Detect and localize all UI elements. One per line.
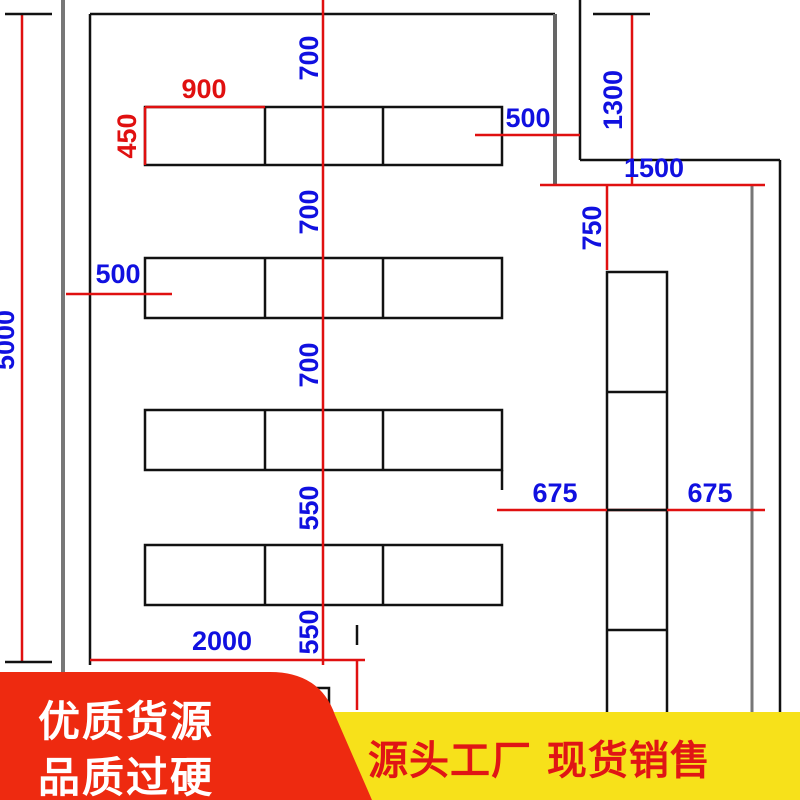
- dim-label-675-right: 675: [687, 478, 732, 508]
- banner-red: [0, 672, 372, 800]
- dimension-lines: [5, 0, 765, 710]
- dim-label-700-mid: 700: [294, 189, 324, 234]
- dim-label-2000: 2000: [192, 626, 252, 656]
- dim-label-750: 750: [577, 205, 607, 250]
- banner-slogan-line2: 品质过硬: [38, 753, 215, 800]
- banner-slogan-right: 源头工厂 现货销售: [368, 738, 711, 784]
- dim-label-500-left: 500: [95, 259, 140, 289]
- banner-slogan-line1: 优质货源: [38, 697, 215, 746]
- banner-yellow: [330, 712, 800, 800]
- dim-label-450: 450: [112, 113, 142, 158]
- dim-label-700-top: 700: [294, 35, 324, 80]
- dim-label-700-low: 700: [294, 342, 324, 387]
- dim-label-675-left: 675: [532, 478, 577, 508]
- dim-label-5000: 5000: [0, 310, 20, 370]
- walls: [61, 0, 782, 800]
- dim-label-500-right: 500: [505, 103, 550, 133]
- dim-label-1300: 1300: [598, 70, 628, 130]
- dim-label-1500: 1500: [624, 153, 684, 183]
- dim-label-550-bottom: 550: [294, 609, 324, 654]
- dim-label-900: 900: [181, 74, 226, 104]
- dim-label-550: 550: [294, 485, 324, 530]
